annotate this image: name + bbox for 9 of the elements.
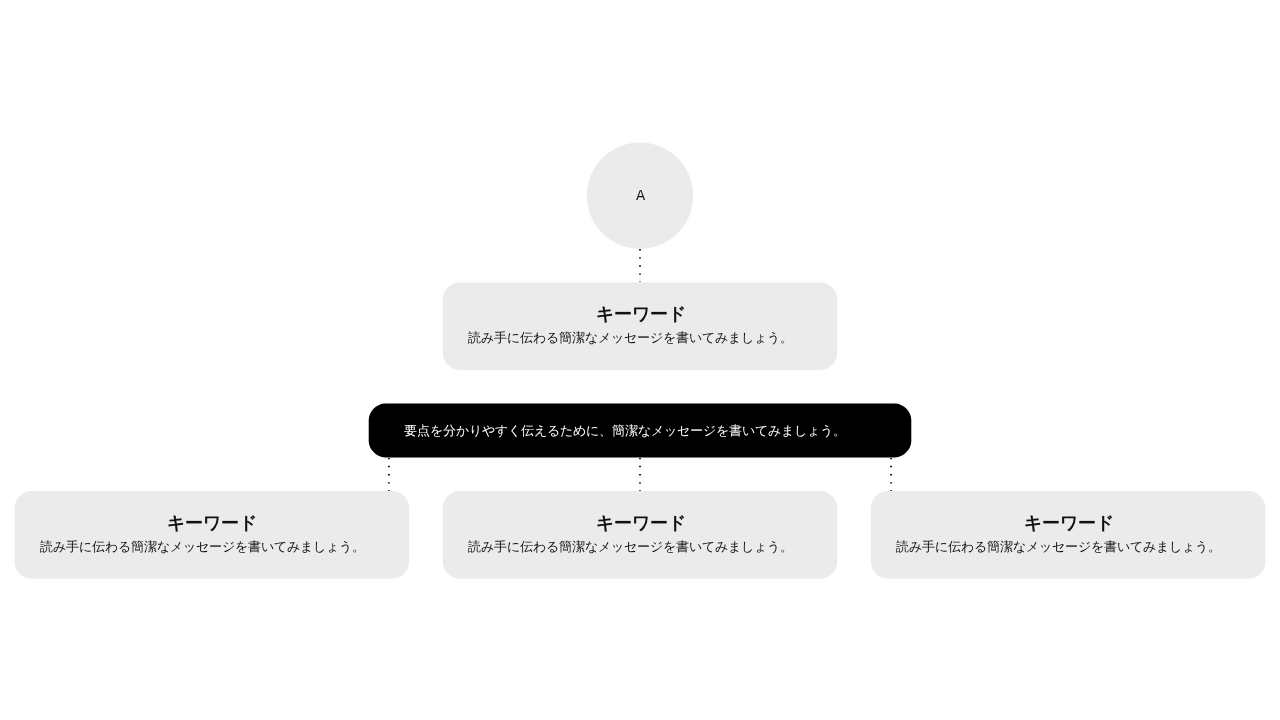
- node-box: 要点を分かりやすく伝えるために、簡潔なメッセージを書いてみましょう。: [368, 403, 912, 457]
- connector: [890, 456, 893, 492]
- connector: [639, 456, 641, 492]
- node-circle: A: [586, 141, 694, 249]
- node-box: キーワード 読み手に伝わる簡潔なメッセージを書いてみましょう。: [442, 490, 838, 579]
- connector: [387, 456, 390, 492]
- node-box: キーワード 読み手に伝わる簡潔なメッセージを書いてみましょう。: [442, 281, 838, 370]
- node-box: キーワード 読み手に伝わる簡潔なメッセージを書いてみましょう。: [14, 490, 410, 579]
- node-box: キーワード 読み手に伝わる簡潔なメッセージを書いてみましょう。: [870, 490, 1266, 579]
